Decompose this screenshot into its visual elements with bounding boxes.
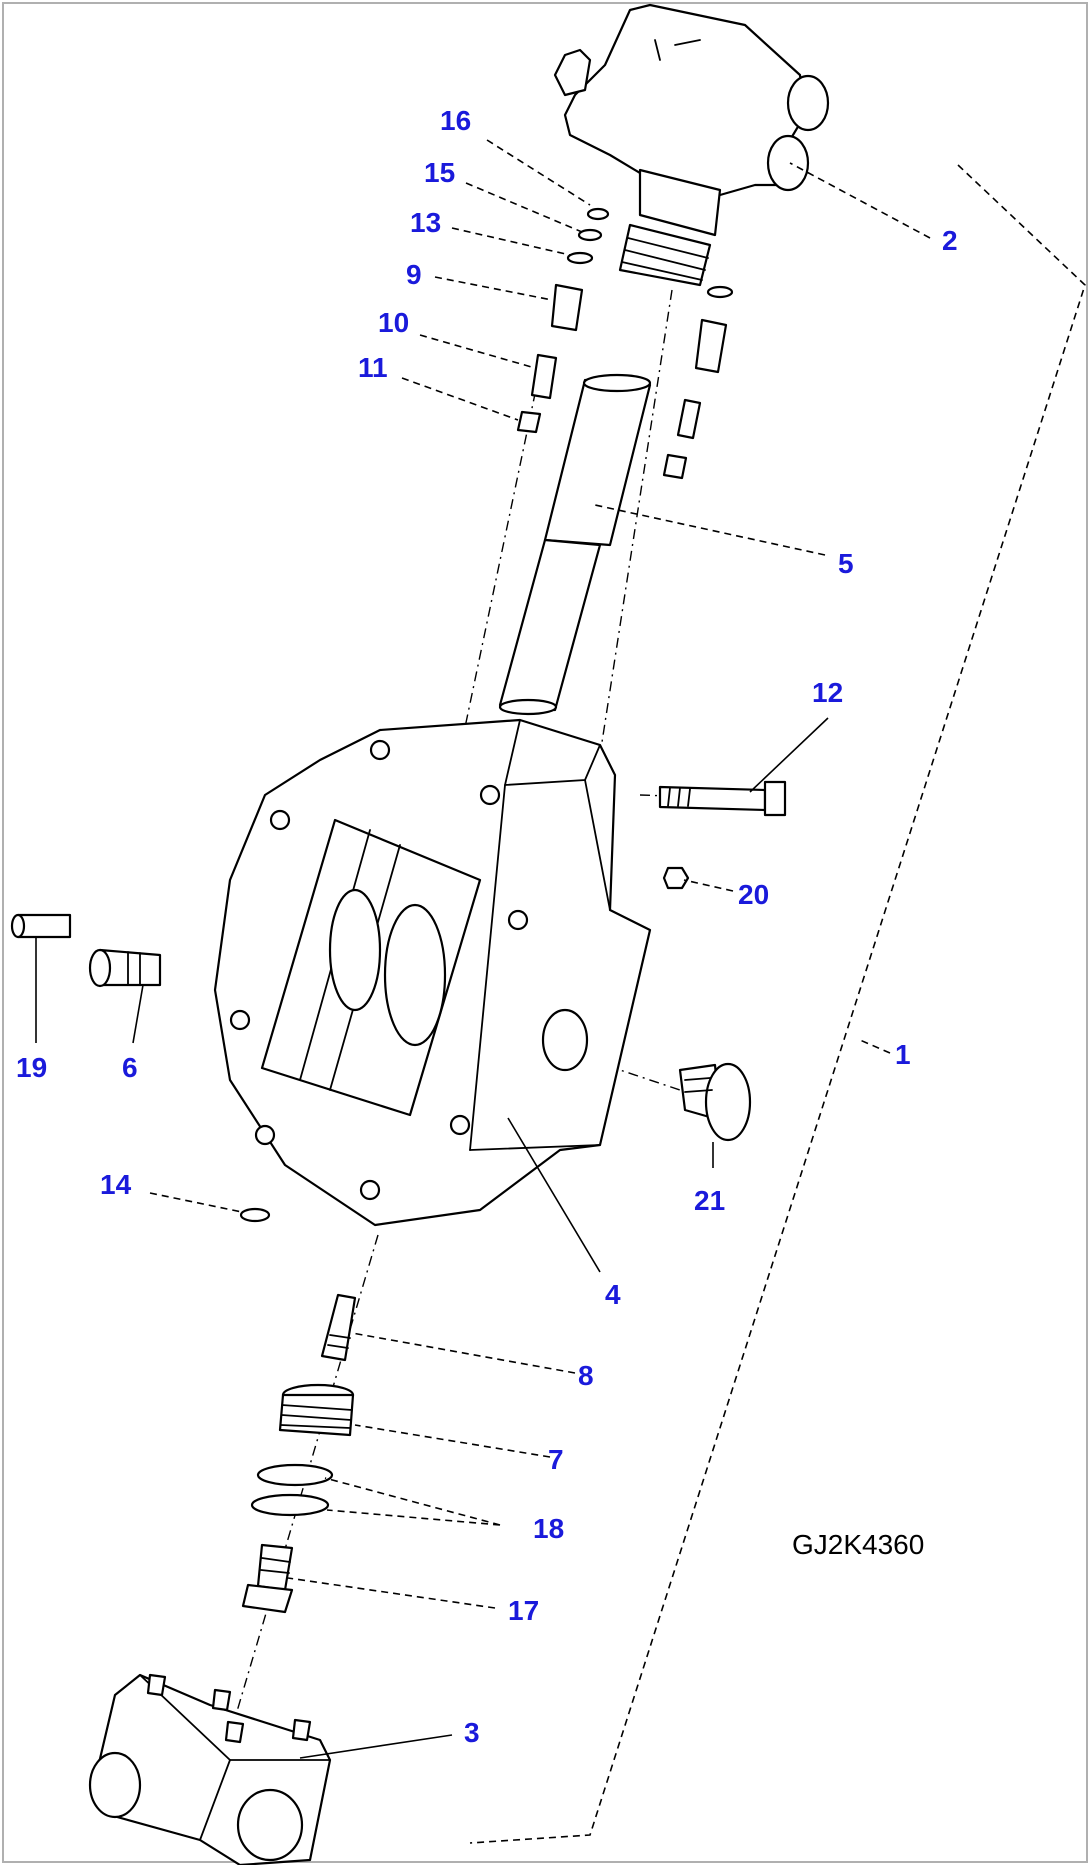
part-spring-right (676, 398, 702, 440)
part-21-plug (678, 1062, 752, 1142)
leader-11 (401, 377, 519, 421)
callout-16: 16 (440, 105, 471, 136)
leader-18 (324, 1477, 501, 1526)
callout-6: 6 (122, 1052, 138, 1083)
leader-13 (451, 227, 571, 256)
leader-2 (789, 162, 931, 239)
leader-7 (354, 1424, 551, 1458)
callout-17: 17 (508, 1595, 539, 1626)
callout-14: 14 (100, 1169, 132, 1200)
part-3-valve-block (88, 1673, 332, 1865)
part-6-fitting (88, 948, 162, 988)
leader-4 (507, 1117, 601, 1273)
part-9-plug (550, 283, 584, 332)
leader-9 (434, 276, 553, 301)
part-11-sleeve (516, 410, 542, 434)
part-2-valve-assembly (553, 3, 830, 287)
callout-7: 7 (548, 1444, 564, 1475)
leader-20 (683, 879, 734, 892)
part-ring-right-top (706, 285, 734, 299)
part-4-valve-body (213, 718, 652, 1227)
callout-15: 15 (424, 157, 455, 188)
drawing-code: GJ2K4360 (792, 1529, 924, 1560)
part-5-spool (498, 373, 652, 716)
part-10-spring (530, 353, 558, 400)
leader-8 (351, 1332, 576, 1374)
leader-1 (859, 1039, 891, 1054)
part-20-plug (662, 866, 690, 890)
part-19-pin (10, 913, 72, 939)
callout-5: 5 (838, 548, 854, 579)
leader-6 (132, 984, 144, 1044)
callout-3: 3 (464, 1717, 480, 1748)
center-axis-left (454, 369, 541, 776)
leader-5 (594, 504, 826, 556)
leader-14 (149, 1192, 243, 1213)
callout-2: 2 (942, 225, 958, 256)
callout-1: 1 (895, 1039, 911, 1070)
callout-13: 13 (410, 207, 441, 238)
callout-21: 21 (694, 1185, 725, 1216)
callout-4: 4 (605, 1279, 621, 1310)
part-8-plug (320, 1293, 357, 1362)
part-16-ring (586, 207, 610, 221)
callout-19: 19 (16, 1052, 47, 1083)
leader-12 (749, 717, 829, 793)
callout-8: 8 (578, 1360, 594, 1391)
part-15-ring (577, 228, 603, 242)
part-sleeve-right (662, 453, 688, 480)
callout-12: 12 (812, 677, 843, 708)
part-14-ring (239, 1207, 271, 1223)
part-18-ring-upper (256, 1463, 334, 1487)
callout-11: 11 (358, 352, 388, 383)
callout-18: 18 (533, 1513, 564, 1544)
assembly-bracket-1 (469, 164, 1086, 1844)
part-13-ring (566, 251, 594, 265)
leader-15 (465, 182, 583, 233)
part-12-bolt (658, 780, 787, 817)
callout-10: 10 (378, 307, 409, 338)
leader-10 (419, 334, 536, 369)
part-18-ring-lower (250, 1493, 330, 1517)
part-plug-right (694, 318, 728, 374)
callout-9: 9 (406, 259, 422, 290)
part-17-plug (241, 1543, 294, 1614)
center-axis-lower (229, 1234, 379, 1736)
leader-17 (287, 1577, 496, 1609)
center-axis-main (599, 289, 673, 756)
leader-3 (299, 1734, 453, 1759)
callout-labels: 1 2 3 4 5 6 7 8 9 10 11 12 13 14 15 16 1… (16, 105, 958, 1748)
leader-16 (486, 139, 591, 206)
part-7-sleeve (278, 1383, 355, 1437)
callout-20: 20 (738, 879, 769, 910)
